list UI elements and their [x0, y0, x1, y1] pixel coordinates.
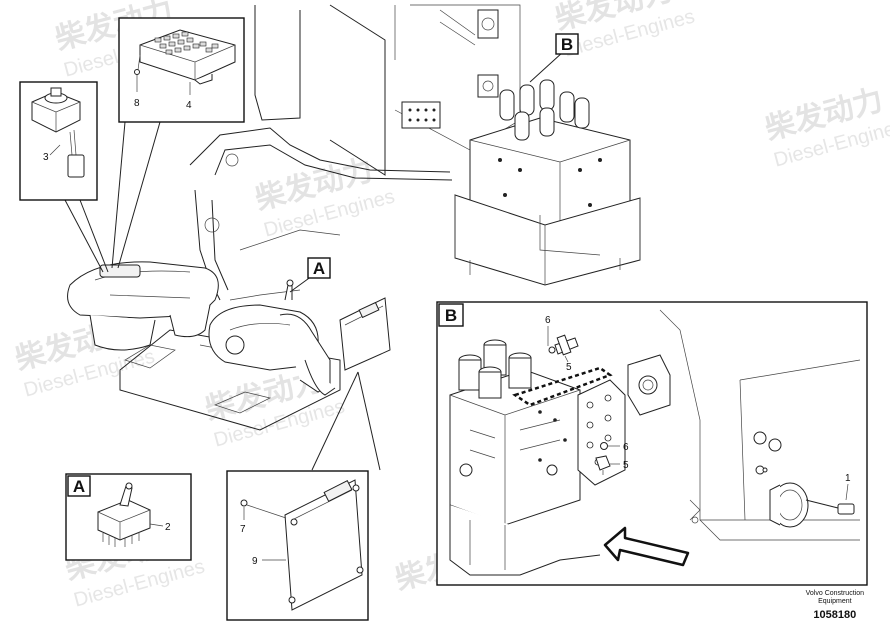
label-5-mid: 5: [623, 460, 629, 471]
inset-switch-panel: 8 4: [118, 17, 245, 123]
label-9: 9: [252, 556, 258, 567]
inset-detail-a: A 2: [65, 473, 192, 561]
inset-ecu: 7 9: [226, 470, 369, 621]
cab-structure: [119, 4, 521, 431]
ecu-installed: [339, 297, 391, 371]
callout-letter-b: B: [561, 35, 573, 54]
label-3: 3: [43, 152, 49, 163]
inset-detail-b: B 6: [436, 301, 868, 586]
connector-panel: [401, 101, 441, 129]
right-joystick-console: [208, 279, 336, 396]
label-6-top: 6: [545, 315, 551, 326]
label-5-top: 5: [566, 362, 572, 373]
detail-letter-b: B: [445, 306, 457, 325]
label-8: 8: [134, 98, 140, 109]
brand-line-2: Equipment: [818, 598, 852, 605]
callout-a-main: A: [289, 257, 331, 293]
left-joystick-console: [67, 261, 219, 351]
detail-letter-a: A: [73, 477, 85, 496]
label-1: 1: [845, 473, 851, 484]
label-4: 4: [186, 100, 192, 111]
leader-lines: [64, 121, 381, 471]
label-2: 2: [165, 522, 171, 533]
direction-arrow: [603, 526, 690, 567]
label-7: 7: [240, 524, 246, 535]
inset-rotary-switch: 3: [19, 81, 98, 201]
callout-b-main: B: [529, 33, 579, 83]
callout-letter-a: A: [313, 259, 325, 278]
footer-block: Volvo Construction Equipment 1058180: [806, 590, 864, 621]
brand-line-1: Volvo Construction: [805, 590, 864, 597]
control-valve-main: [454, 79, 641, 286]
drawing-number: 1058180: [813, 609, 857, 621]
label-6-mid: 6: [623, 442, 629, 453]
